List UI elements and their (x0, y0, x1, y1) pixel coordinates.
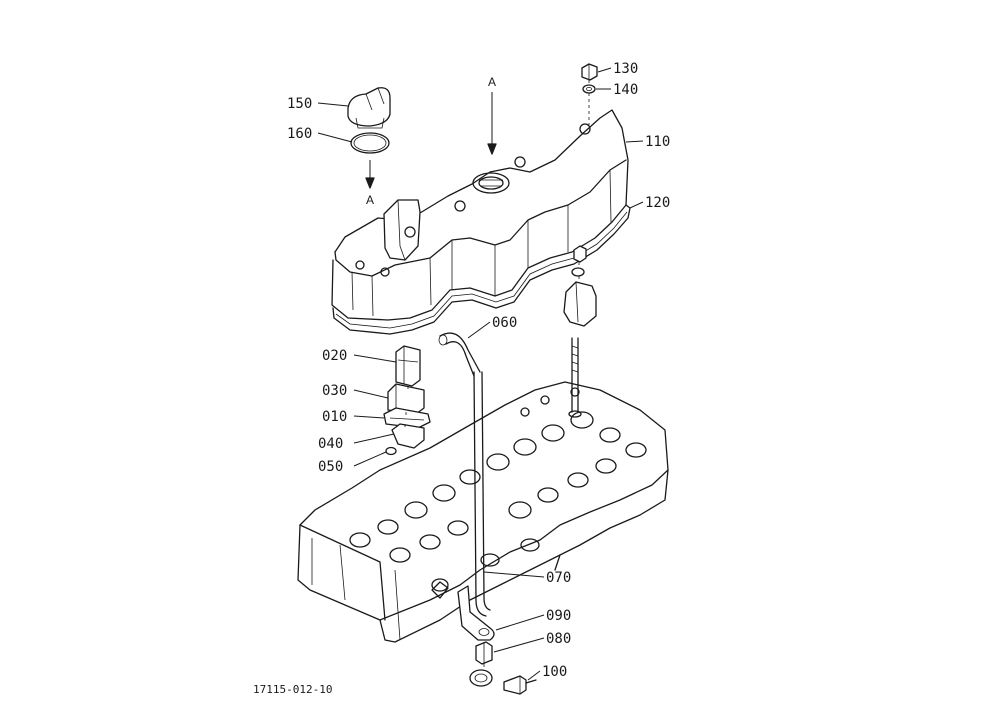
seal-washer (582, 84, 596, 94)
part-label-080: 080 (546, 631, 571, 647)
cylinder-head-cover (331, 109, 629, 321)
breather-hose (438, 332, 481, 377)
view-marker-label: A (488, 75, 496, 89)
part-label-160: 160 (287, 126, 312, 142)
leader-lines (317, 67, 644, 681)
breather-part-010 (383, 407, 431, 429)
clip-080 (475, 641, 493, 665)
view-arrow-top: A (487, 75, 497, 155)
part-label-070: 070 (546, 570, 571, 586)
cap-nut (581, 63, 598, 81)
part-label-050: 050 (318, 459, 343, 475)
part-label-040: 040 (318, 436, 343, 452)
part-label-110: 110 (645, 134, 670, 150)
part-labels: 150 160 130 140 110 120 060 020 030 010 … (287, 61, 670, 680)
pipe-clamp (457, 585, 495, 641)
bolt-050 (385, 446, 397, 456)
part-label-090: 090 (546, 608, 571, 624)
part-label-140: 140 (613, 82, 638, 98)
cylinder-head (297, 381, 669, 643)
oil-filler-cap (347, 87, 391, 129)
part-label-150: 150 (287, 96, 312, 112)
o-ring (350, 132, 390, 154)
breather-part-020 (395, 345, 421, 387)
breather-pipe (473, 371, 491, 617)
part-label-120: 120 (645, 195, 670, 211)
part-label-130: 130 (613, 61, 638, 77)
part-label-020: 020 (322, 348, 347, 364)
breather-part-030 (387, 383, 425, 415)
view-marker-label: A (366, 193, 374, 207)
view-arrow-left: A (365, 160, 375, 207)
head-ports (349, 387, 647, 592)
part-label-030: 030 (322, 383, 347, 399)
stud-bolt (568, 337, 582, 418)
part-label-100: 100 (542, 664, 567, 680)
cover-gasket (332, 204, 631, 335)
part-label-060: 060 (492, 315, 517, 331)
decompression-bracket (563, 245, 597, 327)
drawing-number: 17115-012-10 (253, 683, 332, 696)
bolt-100 (469, 669, 537, 695)
part-label-010: 010 (322, 409, 347, 425)
breather-part-040 (391, 423, 425, 449)
